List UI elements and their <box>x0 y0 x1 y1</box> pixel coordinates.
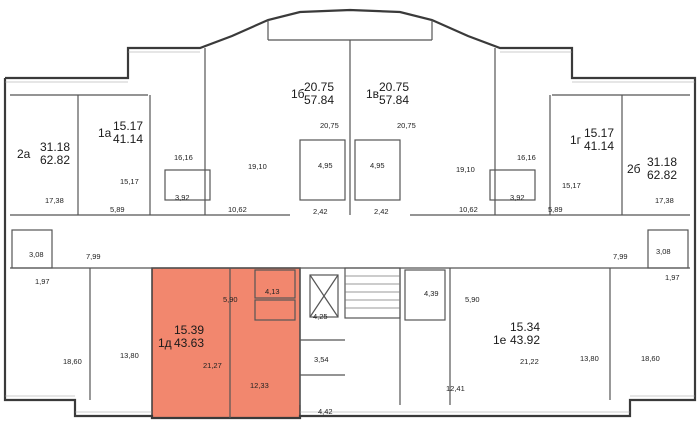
room-area: 1,97 <box>665 273 680 282</box>
apartment-1d-living: 15.39 <box>174 323 205 337</box>
room-area: 3,54 <box>314 355 329 364</box>
apartment-1d-areas: 15.39 43.63 <box>174 324 204 349</box>
room-area: 5,90 <box>223 295 238 304</box>
apartment-1a-code: 1а <box>98 126 112 140</box>
outer-walls <box>3 8 697 420</box>
room-area: 4,42 <box>318 407 333 416</box>
apartment-1a-areas: 15.17 41.14 <box>113 120 143 145</box>
apartment-1g-living: 15.17 <box>584 126 615 140</box>
room-area: 16,16 <box>174 153 193 162</box>
apartment-2b-code: 2б <box>627 162 641 176</box>
room-area: 3,08 <box>656 247 671 256</box>
room-area: 5,89 <box>110 205 125 214</box>
room-area: 4,95 <box>370 161 385 170</box>
room-area: 7,99 <box>86 252 101 261</box>
room-area: 17,38 <box>45 196 64 205</box>
room-area: 3,92 <box>510 193 525 202</box>
room-area: 20,75 <box>397 121 416 130</box>
room-area: 4,39 <box>424 289 439 298</box>
stair-treads <box>345 275 400 309</box>
room-area: 7,99 <box>613 252 628 261</box>
room-area: 21,22 <box>520 357 539 366</box>
room-area: 12,33 <box>250 381 269 390</box>
room-area: 18,60 <box>63 357 82 366</box>
apartment-1a-total: 41.14 <box>113 131 144 146</box>
apartment-1b-code: 1б <box>291 87 305 101</box>
inner-walls <box>10 20 690 418</box>
room-area: 2,42 <box>374 207 389 216</box>
apartment-1v-living: 20.75 <box>379 80 410 94</box>
apartment-1b-living: 20.75 <box>304 80 335 94</box>
room-area: 13,80 <box>120 351 139 360</box>
room-area: 13,80 <box>580 354 599 363</box>
room-area: 12,41 <box>446 384 465 393</box>
apartment-1v-areas: 20.75 57.84 <box>379 81 409 106</box>
room-area: 19,10 <box>248 162 267 171</box>
apartment-1d-total: 43.63 <box>174 335 205 350</box>
room-area: 3,92 <box>175 193 190 202</box>
apartment-1e-living: 15.34 <box>510 320 541 334</box>
room-area: 1,97 <box>35 277 50 286</box>
room-area: 15,17 <box>120 177 139 186</box>
apartment-1e-code: 1е <box>493 333 507 347</box>
apartment-1e-total: 43.92 <box>510 332 541 347</box>
apartment-1g-areas: 15.17 41.14 <box>584 127 614 152</box>
apartment-2a-living: 31.18 <box>40 140 71 154</box>
room-area: 20,75 <box>320 121 339 130</box>
room-area: 4,13 <box>265 287 280 296</box>
apartment-2b-total: 62.82 <box>647 167 678 182</box>
apartment-2b-living: 31.18 <box>647 155 678 169</box>
room-area: 2,42 <box>313 207 328 216</box>
apartment-2a-code: 2а <box>17 147 31 161</box>
apartment-1b-areas: 20.75 57.84 <box>304 81 334 106</box>
apartment-1d-code: 1д <box>158 336 172 350</box>
room-area: 10,62 <box>228 205 247 214</box>
room-area: 5,89 <box>548 205 563 214</box>
window-lines <box>5 51 695 413</box>
room-area: 10,62 <box>459 205 478 214</box>
room-area: 17,38 <box>655 196 674 205</box>
apartment-1a-living: 15.17 <box>113 119 144 133</box>
room-area: 15,17 <box>562 181 581 190</box>
apartment-1g-code: 1г <box>570 133 582 147</box>
room-area: 5,90 <box>465 295 480 304</box>
room-area: 19,10 <box>456 165 475 174</box>
room-area: 16,16 <box>517 153 536 162</box>
room-area: 4,95 <box>318 161 333 170</box>
room-area: 4,25 <box>313 312 328 321</box>
apartment-1b-total: 57.84 <box>304 92 335 107</box>
apartment-1g-total: 41.14 <box>584 138 615 153</box>
apartment-2b-areas: 31.18 62.82 <box>647 156 677 181</box>
room-area: 21,27 <box>203 361 222 370</box>
apartment-1e-areas: 15.34 43.92 <box>510 321 540 346</box>
apartment-2a-total: 62.82 <box>40 152 71 167</box>
room-area: 3,08 <box>29 250 44 259</box>
apartment-2a-areas: 31.18 62.82 <box>40 141 70 166</box>
apartment-1v-code: 1в <box>366 87 380 101</box>
apartment-1v-total: 57.84 <box>379 92 410 107</box>
room-area: 18,60 <box>641 354 660 363</box>
